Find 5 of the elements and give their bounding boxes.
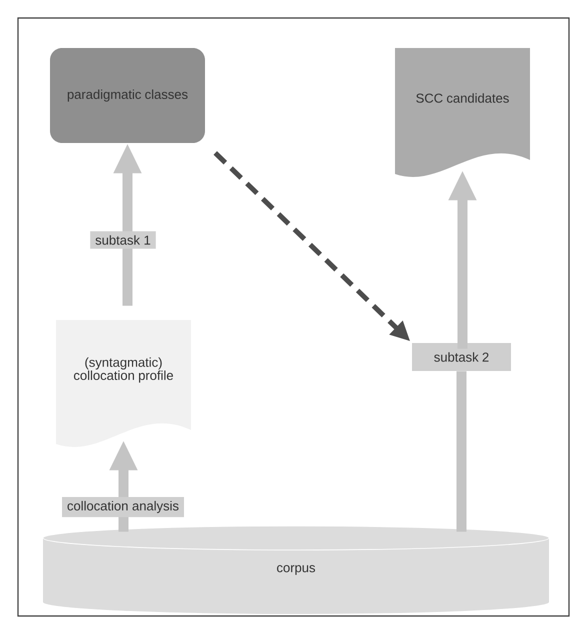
edge-label: collocation analysis [62, 496, 184, 518]
cylinder: corpus [42, 526, 550, 614]
label-box: subtask 2 [412, 343, 511, 371]
rounded-box: paradigmatic classes [50, 48, 205, 143]
edge-label: subtask 1 [90, 231, 156, 249]
